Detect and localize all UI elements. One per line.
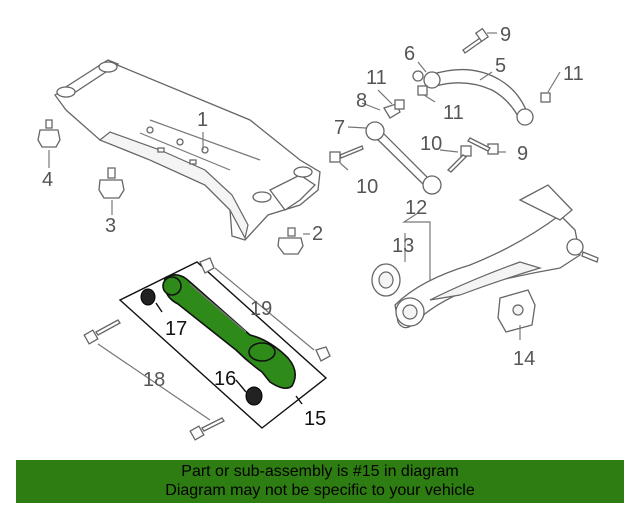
- banner-line-1: Part or sub-assembly is #15 in diagram: [181, 463, 459, 480]
- callout-12: 12: [405, 197, 427, 219]
- callout-10-right: 10: [420, 133, 442, 155]
- lower-arm-assembly-15: [118, 261, 328, 429]
- bushing-16-illustration: [245, 386, 263, 406]
- bolt-9-right-illustration: [467, 137, 499, 155]
- callout-13: 13: [392, 235, 414, 257]
- bushing-13-illustration: [371, 263, 401, 297]
- callout-10-left: 10: [356, 176, 378, 198]
- callout-9-top: 9: [500, 24, 511, 46]
- callout-11-left: 11: [366, 67, 387, 89]
- bolt-10-right-illustration: [446, 145, 472, 173]
- callout-17: 17: [165, 318, 187, 340]
- callout-9-right: 9: [517, 143, 528, 165]
- callout-8: 8: [356, 90, 367, 112]
- nut-19-lower-illustration: [315, 346, 331, 362]
- callout-14: 14: [513, 348, 535, 370]
- bracket-14-illustration: [497, 289, 536, 333]
- callout-11-right: 11: [563, 63, 584, 85]
- callout-2: 2: [312, 223, 323, 245]
- callout-6: 6: [404, 43, 415, 65]
- bolt-18-upper-illustration: [83, 319, 121, 345]
- callout-4: 4: [42, 169, 53, 191]
- callout-11-mid: 11: [443, 102, 464, 124]
- mount-stud-3-illustration: [98, 167, 125, 199]
- upper-arm-5-illustration: [423, 68, 534, 126]
- callout-7: 7: [334, 117, 345, 139]
- callout-3: 3: [105, 215, 116, 237]
- nut-11-illustrations: [394, 70, 551, 110]
- nut-19-upper-illustration: [199, 257, 215, 274]
- callout-19: 19: [250, 298, 272, 320]
- info-banner: Part or sub-assembly is #15 in diagram D…: [16, 460, 624, 503]
- trailing-arm-12-illustration: [394, 184, 599, 329]
- lateral-link-7-illustration: [365, 121, 442, 195]
- crossmember-illustration: [54, 59, 321, 241]
- bolt-9-top-illustration: [462, 27, 490, 54]
- callout-1: 1: [197, 109, 208, 131]
- bolt-10-left-illustration: [329, 145, 364, 163]
- callout-18: 18: [143, 369, 165, 391]
- mount-stud-4-illustration: [37, 119, 61, 148]
- callout-5: 5: [495, 55, 506, 77]
- callout-16: 16: [214, 368, 236, 390]
- banner-line-2: Diagram may not be specific to your vehi…: [165, 482, 475, 499]
- mount-stud-2-illustration: [277, 227, 304, 255]
- parts-diagram: 1 2 3 4 5 6 7 8 9 9 10 10 11 11 11 12 13…: [37, 24, 599, 441]
- bushing-17-illustration: [140, 288, 156, 306]
- callout-15: 15: [304, 408, 326, 430]
- bolt-18-lower-illustration: [189, 417, 225, 441]
